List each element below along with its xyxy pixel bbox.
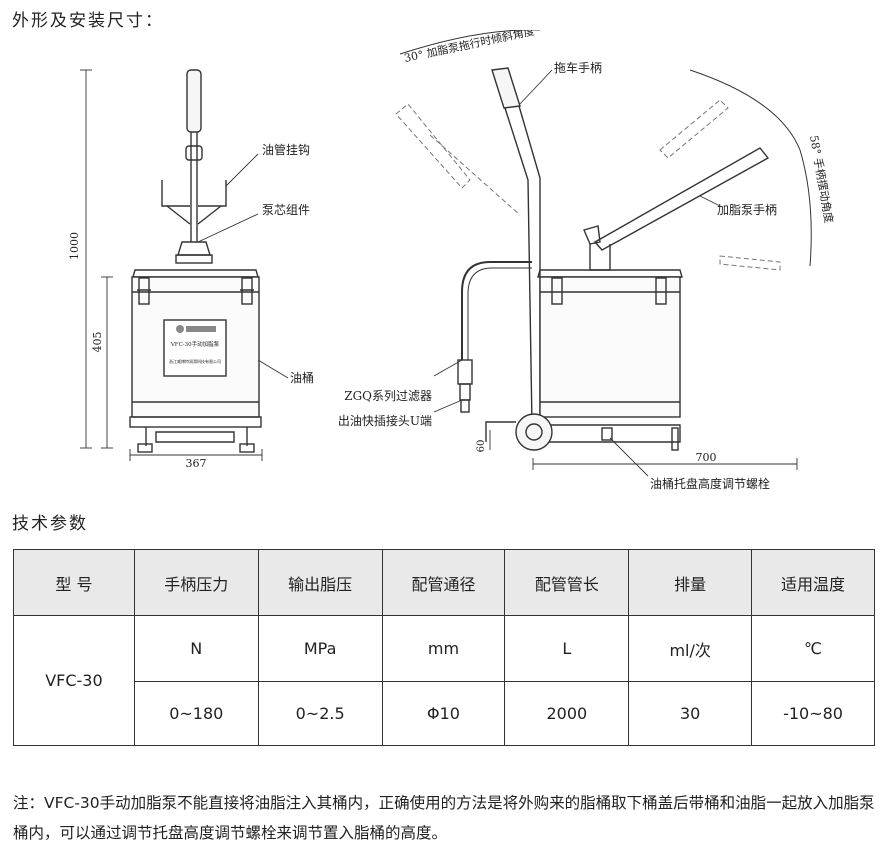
- angle-handle-swing: 58° 手柄摆动角度: [807, 134, 836, 224]
- table-row-units: VFC-30 N MPa mm L ml/次 ℃: [13, 615, 875, 746]
- callout-quick-coupler: 出油快插接头U端: [338, 413, 432, 428]
- cell-unit: N: [133, 615, 259, 682]
- installation-drawing: VFC-30手动加脂泵 浙江威博特润滑科技有限公司 油管挂钩 泵芯组件 油桶 拖…: [68, 30, 836, 491]
- cell-value: 30: [628, 681, 753, 746]
- header-handle-pressure: 手柄压力: [133, 549, 259, 616]
- callout-tray-bolt: 油桶托盘高度调节螺栓: [650, 476, 770, 491]
- callout-barrel: 油桶: [290, 370, 314, 385]
- cell-value: 0~2.5: [257, 681, 383, 746]
- nameplate-model: VFC-30手动加脂泵: [170, 340, 220, 348]
- cell-unit: L: [504, 615, 630, 682]
- side-view: [395, 30, 812, 451]
- callout-hose-hook: 油管挂钩: [262, 142, 310, 157]
- cell-unit: MPa: [257, 615, 383, 682]
- nameplate-maker: 浙江威博特润滑科技有限公司: [169, 358, 221, 364]
- cell-value: 0~180: [133, 681, 259, 746]
- header-output-pressure: 输出脂压: [257, 549, 383, 616]
- header-displacement: 排量: [628, 549, 753, 616]
- angle-tow-tilt: 30° 加脂泵拖行时倾斜角度: [403, 30, 536, 65]
- dim-height-total: 1000: [68, 232, 81, 260]
- usage-note: 注：VFC-30手动加脂泵不能直接将油脂注入其桶内，正确使用的方法是将外购来的脂…: [13, 794, 875, 842]
- front-view: [129, 69, 262, 453]
- header-pipe-length: 配管管长: [504, 549, 630, 616]
- dim-wheel-height: 60: [476, 440, 487, 453]
- cell-value: -10~80: [751, 681, 875, 746]
- callout-tow-handle: 拖车手柄: [554, 60, 602, 75]
- cell-unit: ml/次: [628, 615, 753, 682]
- dim-length-side: 700: [696, 451, 717, 464]
- cell-unit: mm: [381, 615, 506, 682]
- outline-section-title: 外形及安装尺寸：: [12, 11, 164, 31]
- table-row-values: 0~180 0~2.5 Φ10 2000 30 -10~80: [14, 681, 875, 746]
- header-model: 型 号: [13, 549, 135, 616]
- header-pipe-diameter: 配管通径: [381, 549, 506, 616]
- dim-width-front: 367: [186, 457, 207, 470]
- side-dimensions: [489, 430, 798, 470]
- table-header-row: 型 号 手柄压力 输出脂压 配管通径 配管管长 排量 适用温度: [13, 549, 875, 616]
- spec-table: 型 号 手柄压力 输出脂压 配管通径 配管管长 排量 适用温度 VFC-30 N…: [13, 549, 875, 746]
- callout-filter: ZGQ系列过滤器: [344, 389, 432, 403]
- header-temperature: 适用温度: [751, 549, 875, 616]
- params-section-title: 技术参数: [12, 514, 88, 534]
- cell-value: 2000: [504, 681, 630, 746]
- cell-unit: ℃: [751, 615, 875, 682]
- front-dimensions: [80, 69, 263, 461]
- callout-pump-core: 泵芯组件: [262, 203, 310, 217]
- cell-value: Φ10: [381, 681, 506, 746]
- cell-model: VFC-30: [13, 615, 135, 746]
- callout-pump-handle: 加脂泵手柄: [717, 202, 777, 217]
- dim-height-barrel: 405: [91, 332, 104, 353]
